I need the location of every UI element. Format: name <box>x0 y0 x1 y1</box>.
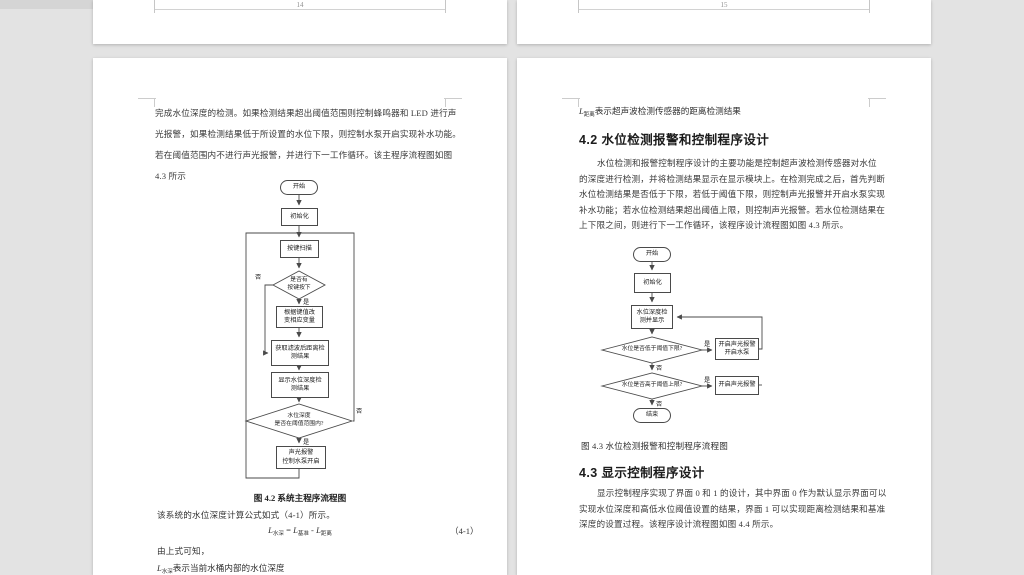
text-boundary-mark <box>562 98 580 99</box>
flowchart-init-node: 初始化 <box>634 273 671 293</box>
flowchart-lower-limit-decision: 水位是否低于阈值下限? <box>621 346 683 353</box>
text-line: 深度的设置过程。该程序设计流程图如图 4.4 所示。 <box>579 519 779 530</box>
after-formula-text: 由上式可知， <box>157 546 210 556</box>
text-boundary-mark <box>154 98 155 107</box>
flowchart-start-node: 开始 <box>633 247 671 262</box>
text-line: 若在阈值范围内不进行声光报警，并进行下一工作循环。该主程序流程图如图 <box>155 150 453 160</box>
legend-water-depth: L水深表示当前水桶内部的水位深度 <box>157 562 285 575</box>
previous-page-right[interactable]: 15 <box>517 0 931 44</box>
formula-subscript: 距离 <box>583 112 595 118</box>
formula-var: L <box>157 563 162 573</box>
branch-label-yes: 是 <box>704 341 711 348</box>
text-line: 4.3 所示 <box>155 171 186 181</box>
flowchart-alarm-pump-node: 开启声光报警 开启水泵 <box>715 338 759 360</box>
text-line: 显示控制程序实现了界面 0 和 1 的设计，其中界面 0 作为默认显示界面可以 <box>597 488 887 498</box>
page-number: 15 <box>720 1 728 9</box>
formula-var: L <box>293 525 298 535</box>
branch-label-no: 否 <box>255 274 262 281</box>
text-line: 完成水位深度的检测。如果检测结果超出阈值范围则控制蜂鸣器和 LED 进行声 <box>155 108 457 118</box>
text-boundary-mark <box>869 98 870 107</box>
text-line: 光报警，如果检测结果低于所设置的水位下限，则控制水泵开启实现补水功能。 <box>155 129 462 139</box>
text-boundary-mark <box>868 98 886 99</box>
previous-page-left[interactable]: 14 <box>93 0 507 44</box>
formula-var: L <box>268 525 273 535</box>
branch-label-no: 否 <box>356 408 363 415</box>
text-line: 水位检测结果是否低于下限，若低于阈值下限，则控制声光报警并开启水泵实现 <box>579 189 886 200</box>
formula-var: L <box>579 106 584 116</box>
formula-subscript: 水深 <box>272 531 284 537</box>
section-4-3-heading: 4.3 显示控制程序设计 <box>579 466 705 480</box>
legend-distance: L距离表示超声波检测传感器的距离检测结果 <box>579 105 741 118</box>
text-line: 补水功能；若水位检测结果超出阈值上限，则控制声光报警。若水位检测结果在 <box>579 204 886 215</box>
page-number: 14 <box>296 1 304 9</box>
branch-label-yes: 是 <box>303 299 310 306</box>
margin-tick <box>578 0 579 13</box>
text-line: 实现水位深度和高低水位阈值设置的结果，界面 1 可以实现距离检测结果和基准 <box>579 503 886 514</box>
flowchart-get-distance-node: 获取滤波后距离检 测结果 <box>271 340 329 366</box>
section-4-2-heading: 4.2 水位检测报警和控制程序设计 <box>579 133 770 147</box>
document-page-14-next[interactable]: 完成水位深度的检测。如果检测结果超出阈值范围则控制蜂鸣器和 LED 进行声 光报… <box>93 58 507 575</box>
text-boundary-mark <box>578 98 579 107</box>
section-4-3-paragraph: 显示控制程序实现了界面 0 和 1 的设计，其中界面 0 作为默认显示界面可以 … <box>579 486 887 533</box>
branch-label-no: 否 <box>656 365 663 372</box>
footer-rule <box>155 9 445 10</box>
formula-subscript: 水深 <box>161 569 173 575</box>
body-paragraph: 完成水位深度的检测。如果检测结果超出阈值范围则控制蜂鸣器和 LED 进行声 光报… <box>155 103 462 187</box>
canvas-top-shade <box>0 0 93 9</box>
flowchart-alarm-pump-node: 声光报警 控制水泵开启 <box>276 446 326 469</box>
legend-text: 表示超声波检测传感器的距离检测结果 <box>594 106 741 116</box>
margin-tick <box>154 0 155 13</box>
margin-tick <box>869 0 870 13</box>
flowchart-show-depth-node: 显示水位深度检 测结果 <box>271 372 329 398</box>
formula-4-1: L水深 = L基准 - L距离 <box>155 525 445 537</box>
branch-label-no: 否 <box>656 401 663 408</box>
flowchart-upper-limit-decision: 水位是否高于阈值上限? <box>621 382 683 389</box>
flowchart-detect-display-node: 水位深度检 测并显示 <box>631 305 673 329</box>
text-line: 的深度进行检测，并将检测结果显示在显示模块上。在检测完成之后，首先判断 <box>579 173 886 184</box>
formula-var: L <box>316 525 321 535</box>
section-4-2-paragraph: 水位检测和报警控制程序设计的主要功能是控制超声波检测传感器对水位 的深度进行检测… <box>579 156 886 234</box>
branch-label-yes: 是 <box>704 377 711 384</box>
flowchart-threshold-decision: 水位深度 是否在阈值范围内? <box>274 413 324 427</box>
equation-number: （4-1） <box>450 526 479 536</box>
branch-label-yes: 是 <box>303 439 310 446</box>
formula-subscript: 距离 <box>320 531 332 537</box>
flowchart-alarm-node: 开启声光报警 <box>715 376 759 395</box>
flowchart-end-node: 结束 <box>633 408 671 423</box>
text-boundary-mark <box>444 98 462 99</box>
formula-equals: = <box>286 525 291 535</box>
flowchart-keyscan-node: 按键扫描 <box>280 240 319 258</box>
legend-text: 表示当前水桶内部的水位深度 <box>172 563 285 573</box>
margin-tick <box>445 0 446 13</box>
flowchart-change-var-node: 根据键值改 变相应变量 <box>276 306 323 328</box>
figure-4-3-caption: 图 4.3 水位检测报警和控制程序流程图 <box>581 441 728 451</box>
footer-rule <box>579 9 869 10</box>
flowchart-init-node: 初始化 <box>281 208 318 226</box>
formula-subscript: 基准 <box>297 531 309 537</box>
text-line: 上下限之间，则进行下一工作循环，该程序设计流程图如图 4.3 所示。 <box>579 220 849 231</box>
text-boundary-mark <box>138 98 156 99</box>
document-page-15-next[interactable]: L距离表示超声波检测传感器的距离检测结果 4.2 水位检测报警和控制程序设计 水… <box>517 58 931 575</box>
figure-4-2-caption: 图 4.2 系统主程序流程图 <box>253 493 347 503</box>
flowchart-key-decision: 是否有 按键按下 <box>287 277 311 291</box>
text-boundary-mark <box>445 98 446 107</box>
formula-intro: 该系统的水位深度计算公式如式（4-1）所示。 <box>157 510 336 520</box>
text-line: 水位检测和报警控制程序设计的主要功能是控制超声波检测传感器对水位 <box>597 158 877 168</box>
formula-minus: - <box>311 525 314 535</box>
